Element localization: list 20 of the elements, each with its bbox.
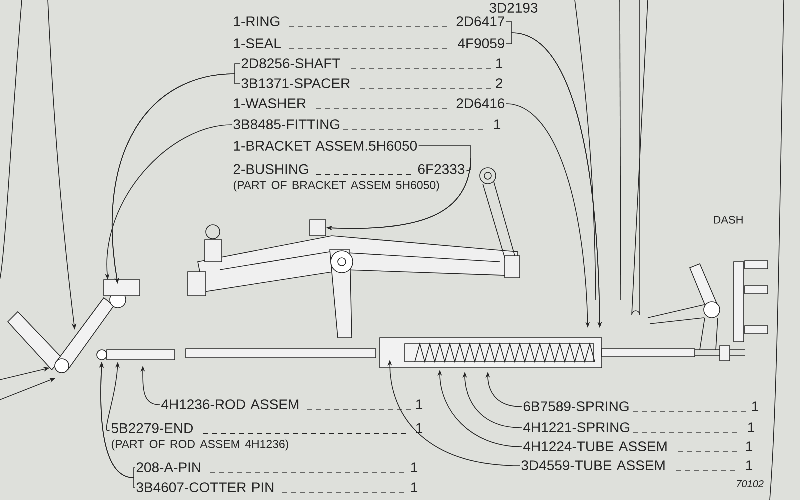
part-list-entry: 4H1224-TUBE ASSEM 1 xyxy=(524,442,753,452)
part-list-entry: 3D4559-TUBE ASSEM 1 xyxy=(522,460,753,472)
part-list-entry: 1-SEAL 4F9059 xyxy=(234,38,505,50)
area-label: DASH xyxy=(714,216,743,224)
figure-number: 70102 xyxy=(737,480,764,488)
part-list-entry: 4H1236-ROD ASSEM 1 xyxy=(162,400,423,410)
part-list-entry: 1-BRACKET ASSEM.5H6050 xyxy=(234,141,418,151)
part-list-entry: 5B2279-END 1 (PART OF ROD ASSEM 4H1236) xyxy=(112,423,423,451)
part-list-entry: 2D8256-SHAFT 1 xyxy=(242,58,503,70)
part-number: 3D2193 xyxy=(490,3,538,13)
part-list-entry: 2-BUSHING 6F2333 (PART OF BRACKET ASSEM 5H6050) xyxy=(234,164,465,192)
bracket-part xyxy=(310,220,326,236)
part-list-entry: 3B8485-FITTING 1 xyxy=(234,120,501,130)
part-list-entry: 208-A-PIN 1 xyxy=(136,462,418,474)
part-list-entry: 1-RING 2D6417 xyxy=(234,16,504,28)
part-list-entry: 1-WASHER 2D6416 xyxy=(234,98,505,110)
part-list-entry: 6B7589-SPRING 1 xyxy=(524,402,759,412)
part-list-entry: 3B4607-COTTER PIN 1 xyxy=(136,482,418,494)
part-list-entry: 4H1221-SPRING 1 xyxy=(524,422,755,434)
part-list-entry: 3B1371-SPACER 2 xyxy=(242,78,502,90)
